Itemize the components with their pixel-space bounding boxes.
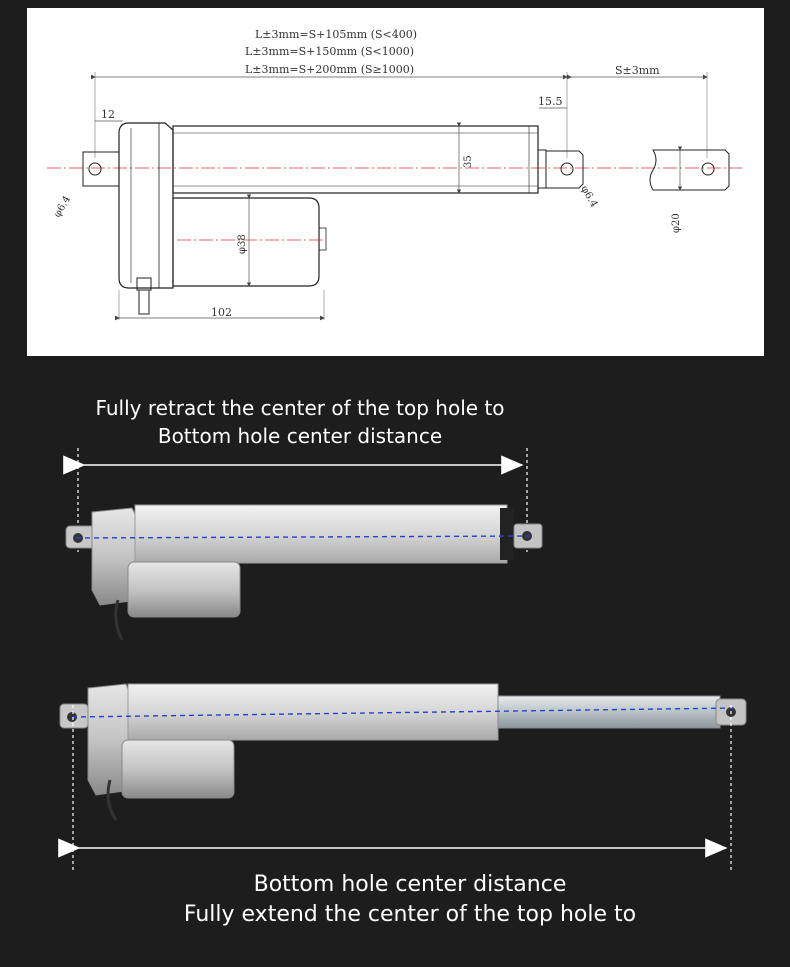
- rear-mounting-hole: [88, 162, 102, 176]
- rod-end-detail-hole: [701, 162, 715, 176]
- retracted-caption-line-2: Bottom hole center distance: [157, 424, 443, 448]
- stroke-dimension-label: S±3mm: [615, 64, 660, 77]
- dimension-35: 35: [463, 155, 474, 168]
- motor-housing: [172, 197, 320, 287]
- dimension-20: φ20: [671, 213, 682, 233]
- dimension-15-5: 15.5: [538, 95, 563, 108]
- dimension-102: 102: [211, 306, 232, 319]
- retracted-actuator: [65, 504, 543, 641]
- extended-center-line: [71, 707, 737, 718]
- extended-caption-line-2: Fully extend the center of the top hole …: [183, 902, 637, 927]
- formula-text-1: L±3mm=S+105mm (S<400): [255, 28, 417, 41]
- formula-text-2: L±3mm=S+150mm (S<1000): [245, 45, 414, 58]
- dimension-12: 12: [101, 108, 115, 121]
- retracted-caption-line-1: Fully retract the center of the top hole…: [95, 396, 505, 420]
- retracted-center-line: [75, 535, 531, 539]
- front-rod-end: [545, 150, 584, 189]
- extended-actuator: [59, 683, 747, 821]
- extended-caption-line-1: Bottom hole center distance: [253, 872, 567, 897]
- technical-drawing: L±3mm=S+105mm (S<400) L±3mm=S+150mm (S<1…: [47, 28, 742, 321]
- technical-drawing-panel: L±3mm=S+105mm (S<400) L±3mm=S+150mm (S<1…: [27, 8, 764, 356]
- front-mounting-hole: [560, 162, 574, 176]
- rod-end-detail: [649, 149, 730, 191]
- formula-text-3: L±3mm=S+200mm (S≥1000): [245, 63, 414, 76]
- dimension-38: φ38: [237, 234, 248, 254]
